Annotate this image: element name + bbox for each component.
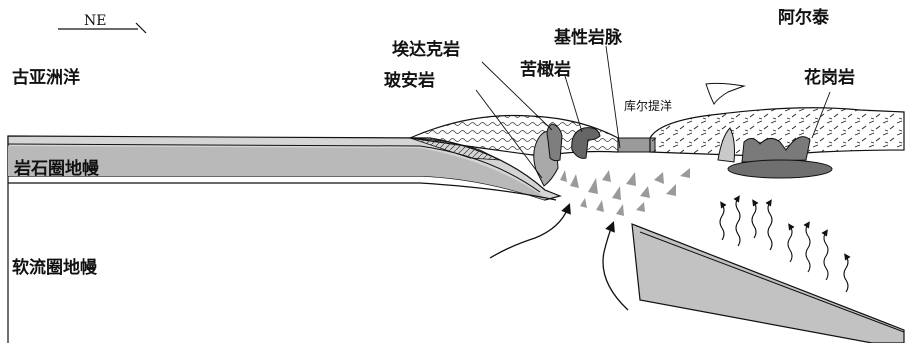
boninite-label: 玻安岩 bbox=[384, 73, 435, 90]
kuerti-ocean-label: 库尔提洋 bbox=[624, 100, 672, 112]
adakite-body bbox=[547, 124, 562, 161]
mantle-flow-arrow-left bbox=[490, 208, 568, 258]
mantle-flow-arrow-right bbox=[603, 226, 628, 310]
melt-droplets bbox=[560, 168, 690, 216]
paleo-asian-ocean-label: 古亚洲洋 bbox=[12, 70, 80, 87]
altai-label: 阿尔泰 bbox=[778, 10, 829, 27]
lithosphere-base-line bbox=[8, 183, 556, 200]
granite-label: 花岗岩 bbox=[804, 70, 855, 87]
lithospheric-mantle-label: 岩石圈地幔 bbox=[14, 161, 99, 178]
adakite-label: 埃达克岩 bbox=[392, 42, 460, 59]
granite-root bbox=[728, 160, 832, 178]
direction-label: NE bbox=[84, 14, 106, 28]
floating-lens bbox=[706, 83, 744, 104]
subducting-slab bbox=[632, 224, 904, 343]
direction-tick bbox=[136, 23, 146, 33]
mafic-dike-label: 基性岩脉 bbox=[554, 30, 622, 47]
picrite-label: 苦橄岩 bbox=[520, 62, 571, 79]
granite-body bbox=[742, 137, 810, 162]
asthenospheric-mantle-label: 软流圈地幔 bbox=[12, 260, 97, 277]
